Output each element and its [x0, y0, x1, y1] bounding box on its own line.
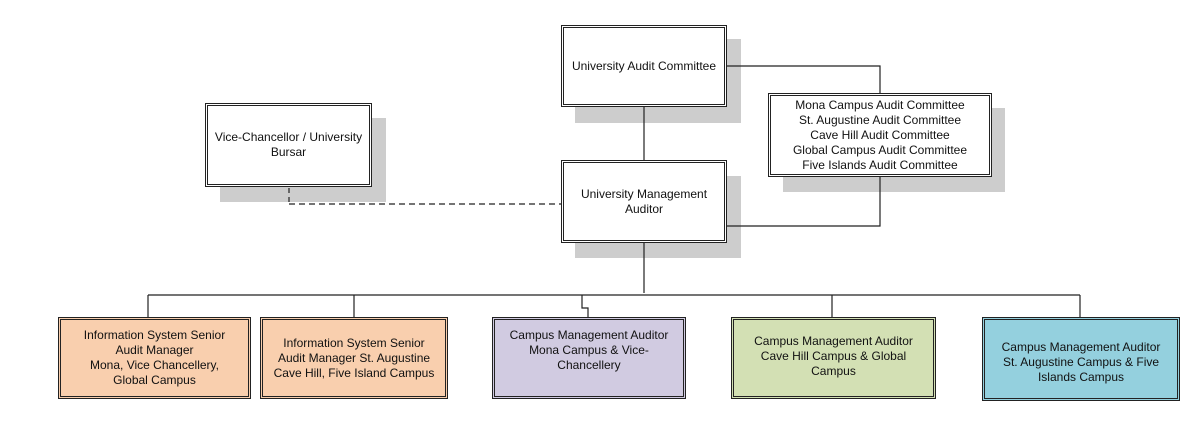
vice-chancellor-bursar-node: Vice-Chancellor / University Bursar	[205, 103, 372, 187]
university-management-auditor-node: University Management Auditor	[561, 160, 727, 243]
connector-line	[581, 295, 589, 317]
connector-line	[726, 65, 881, 94]
is-senior-audit-manager-st-augustine-node: Information System Senior Audit Manager …	[260, 317, 448, 399]
campus-management-auditor-st-augustine-node: Campus Management Auditor St. Augustine …	[982, 317, 1180, 401]
campus-management-auditor-mona-node: Campus Management Auditor Mona Campus & …	[492, 317, 686, 399]
campus-management-auditor-cave-hill-node: Campus Management Auditor Cave Hill Camp…	[731, 317, 936, 399]
is-senior-audit-manager-mona-node: Information System Senior Audit Manager …	[58, 317, 251, 399]
campus-audit-committees-node: Mona Campus Audit Committee St. Augustin…	[768, 93, 992, 177]
university-audit-committee-node: University Audit Committee	[561, 25, 727, 107]
connector-line	[726, 177, 881, 227]
